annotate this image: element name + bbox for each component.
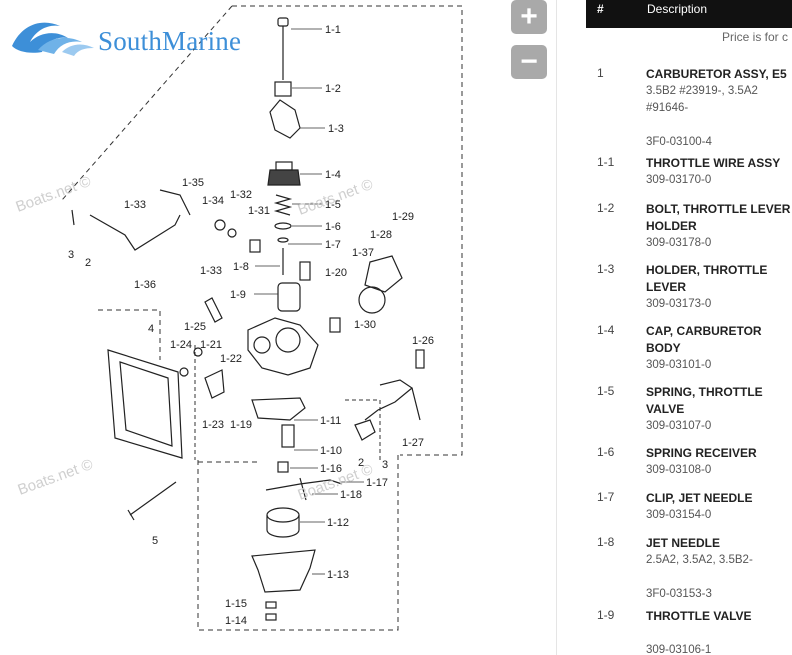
parts-diagram[interactable]: Boats.net © Boats.net © Boats.net © Boat… [0, 0, 556, 655]
diagram-label[interactable]: 3 [68, 249, 74, 261]
diagram-label[interactable]: 1-24 [170, 339, 192, 351]
part-number-ref: 1-3 [597, 262, 615, 276]
diagram-label[interactable]: 1-37 [352, 247, 374, 259]
part-title[interactable]: HOLDER, THROTTLE LEVER [646, 263, 768, 294]
diagram-label[interactable]: 1-22 [220, 353, 242, 365]
diagram-label[interactable]: 1-32 [230, 189, 252, 201]
diagram-label[interactable]: 1-7 [325, 239, 341, 251]
part-code: 309-03108-0 [646, 464, 712, 476]
diagram-label[interactable]: 5 [152, 535, 158, 547]
diagram-label[interactable]: 1-12 [327, 517, 349, 529]
brand-logo: SouthMarine [8, 12, 288, 58]
part-number-ref: 1-2 [597, 201, 615, 215]
part-code: 309-03107-0 [646, 420, 712, 432]
diagram-label[interactable]: 1-10 [320, 445, 342, 457]
part-title[interactable]: SPRING, THROTTLE VALVE [646, 385, 763, 416]
part-title[interactable]: CARBURETOR ASSY, E5 [646, 67, 787, 81]
watermark-text: Boats.net © [16, 456, 96, 499]
diagram-label[interactable]: 1-14 [225, 615, 247, 627]
column-header-description[interactable]: Description [647, 2, 708, 16]
zoom-out-button[interactable]: − [511, 45, 547, 79]
part-title[interactable]: JET NEEDLE [646, 536, 721, 550]
zoom-in-button[interactable]: + [511, 0, 547, 34]
diagram-label[interactable]: 1-11 [320, 415, 341, 427]
diagram-label[interactable]: 1-33 [200, 265, 222, 277]
diagram-label[interactable]: 1-17 [366, 477, 388, 489]
diagram-label[interactable]: 1-13 [327, 569, 349, 581]
part-code: 309-03101-0 [646, 359, 712, 371]
diagram-label[interactable]: 1-28 [370, 229, 392, 241]
part-code: 309-03170-0 [646, 174, 712, 186]
watermark-text: Boats.net © [14, 173, 94, 216]
diagram-label[interactable]: 3 [382, 459, 388, 471]
part-number-ref: 1-9 [597, 608, 615, 622]
exploded-view-drawing: Boats.net © Boats.net © Boats.net © Boat… [14, 5, 463, 631]
part-code: 3F0-03153-3 [646, 588, 712, 600]
part-code: 309-03154-0 [646, 509, 712, 521]
diagram-label[interactable]: 2 [358, 457, 364, 469]
part-title[interactable]: THROTTLE VALVE [646, 609, 752, 623]
part-note: 2.5A2, 3.5A2, 3.5B2- [646, 554, 753, 566]
part-title[interactable]: SPRING RECEIVER [646, 446, 757, 460]
part-title[interactable]: CLIP, JET NEEDLE [646, 491, 753, 505]
diagram-label[interactable]: 1-5 [325, 199, 341, 211]
diagram-label[interactable]: 1-25 [184, 321, 206, 333]
diagram-label[interactable]: 1-16 [320, 463, 342, 475]
diagram-label[interactable]: 1-29 [392, 211, 414, 223]
brand-name: SouthMarine [98, 26, 242, 56]
diagram-label[interactable]: 2 [85, 257, 91, 269]
diagram-label[interactable]: 1-6 [325, 221, 341, 233]
diagram-label[interactable]: 1-33 [124, 199, 146, 211]
diagram-label[interactable]: 1-1 [325, 24, 341, 36]
diagram-label[interactable]: 1-2 [325, 83, 341, 95]
diagram-label[interactable]: 4 [148, 323, 154, 335]
wave-logo-icon [12, 22, 94, 56]
part-code: 309-03178-0 [646, 237, 712, 249]
diagram-label[interactable]: 1-15 [225, 598, 247, 610]
diagram-label[interactable]: 1-26 [412, 335, 434, 347]
diagram-label[interactable]: 1-35 [182, 177, 204, 189]
column-header-number[interactable]: # [597, 2, 604, 16]
part-number-ref: 1 [597, 66, 604, 80]
diagram-label[interactable]: 1-8 [233, 261, 249, 273]
diagram-label[interactable]: 1-34 [202, 195, 224, 207]
part-note: 3.5B2 #23919-, 3.5A2 #91646- [646, 85, 758, 114]
part-number-ref: 1-8 [597, 535, 615, 549]
watermark-text: Boats.net © [296, 176, 376, 219]
panel-divider [556, 0, 557, 655]
part-title[interactable]: BOLT, THROTTLE LEVER HOLDER [646, 202, 791, 233]
price-note: Price is for c [722, 30, 789, 44]
diagram-label[interactable]: 1-36 [134, 279, 156, 291]
part-title[interactable]: CAP, CARBURETOR BODY [646, 324, 762, 355]
diagram-label[interactable]: 1-9 [230, 289, 246, 301]
part-title[interactable]: THROTTLE WIRE ASSY [646, 156, 781, 170]
part-code: 309-03173-0 [646, 298, 712, 310]
part-number-ref: 1-7 [597, 490, 615, 504]
part-code: 309-03106-1 [646, 644, 712, 655]
part-code: 3F0-03100-4 [646, 136, 712, 148]
plus-icon: + [520, 0, 538, 33]
diagram-label[interactable]: 1-23 [202, 419, 224, 431]
part-number-ref: 1-5 [597, 384, 615, 398]
diagram-label[interactable]: 1-31 [248, 205, 270, 217]
diagram-label[interactable]: 1-19 [230, 419, 252, 431]
diagram-label[interactable]: 1-20 [325, 267, 347, 279]
part-number-ref: 1-6 [597, 445, 615, 459]
diagram-label[interactable]: 1-30 [354, 319, 376, 331]
diagram-label[interactable]: 1-4 [325, 169, 341, 181]
diagram-label[interactable]: 1-21 [200, 339, 222, 351]
parts-list: # Description Price is for c 1 CARBURETO… [586, 0, 792, 655]
diagram-label[interactable]: 1-18 [340, 489, 362, 501]
part-number-ref: 1-1 [597, 155, 615, 169]
diagram-label[interactable]: 1-3 [328, 123, 344, 135]
minus-icon: − [520, 45, 538, 78]
part-number-ref: 1-4 [597, 323, 615, 337]
parts-table-header: # Description [586, 0, 792, 28]
diagram-label[interactable]: 1-27 [402, 437, 424, 449]
